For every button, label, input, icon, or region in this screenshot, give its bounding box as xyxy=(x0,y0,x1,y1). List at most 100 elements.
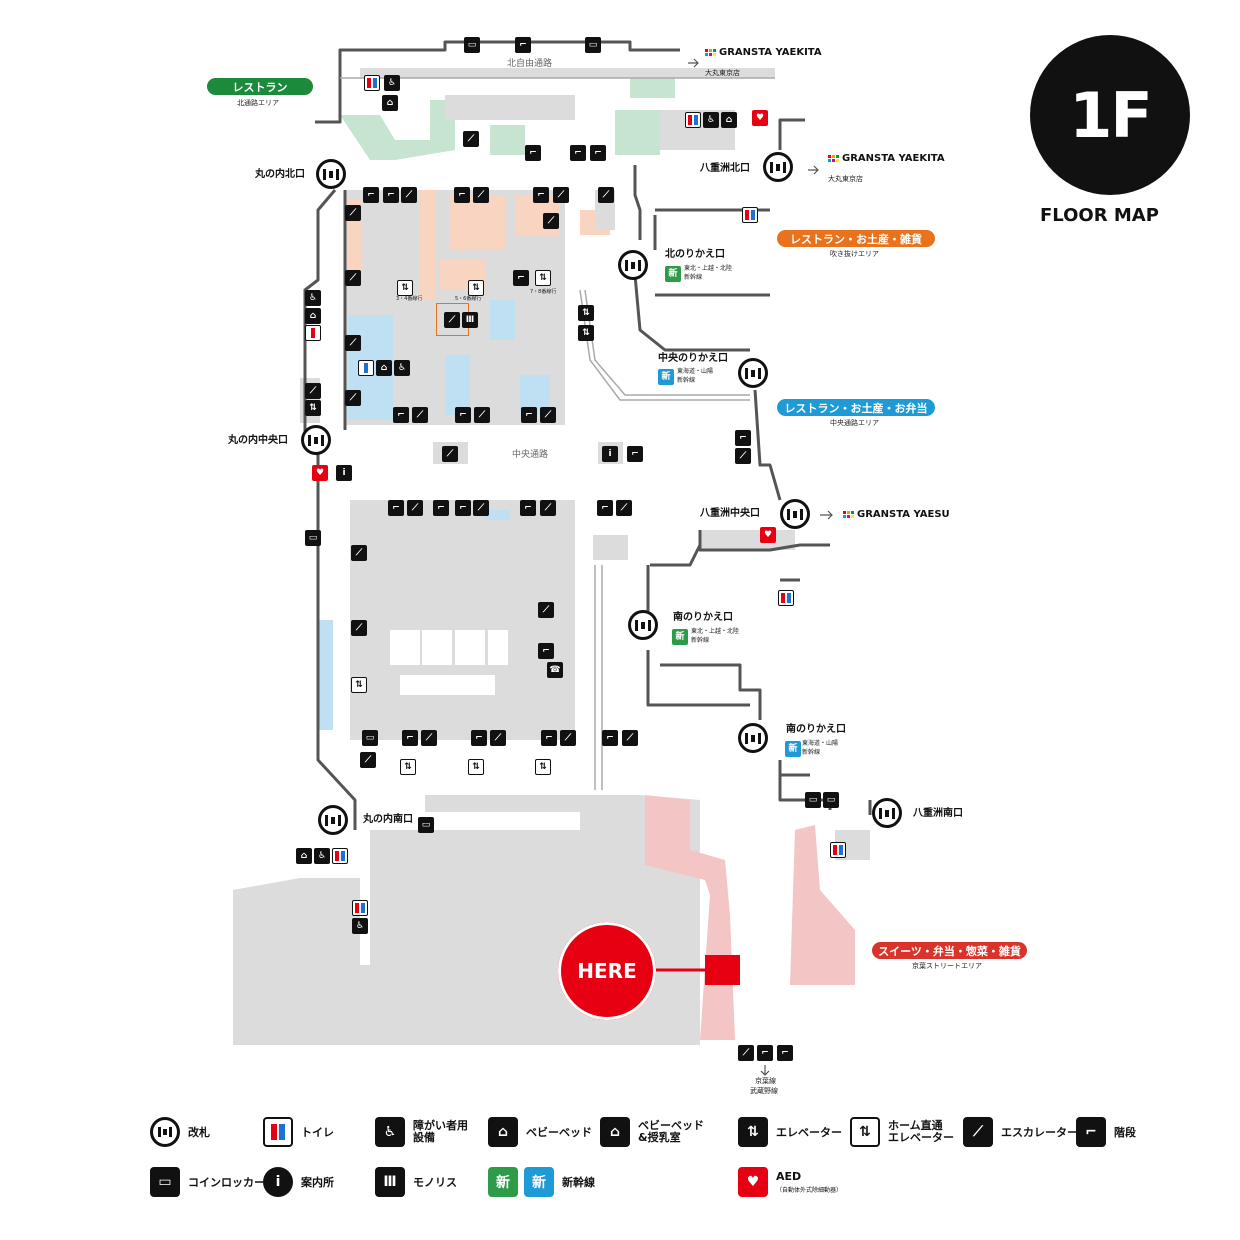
platform-elevator-icon: ⇅ xyxy=(400,759,416,775)
stairs-icon: ⌐ xyxy=(597,500,613,516)
link-daimaru-1[interactable]: 大丸東京店 xyxy=(705,69,740,77)
platform-elevator-icon: ⇅ xyxy=(468,280,484,296)
gate-label-yae-north: 八重洲北口 xyxy=(700,163,750,174)
stairs-icon: ⌐ xyxy=(433,500,449,516)
stairs-icon: ⌐ xyxy=(393,407,409,423)
legend-label: ベビーベッド &授乳室 xyxy=(638,1118,704,1144)
baby-bed-icon: ⌂ xyxy=(382,95,398,111)
toilet-icon xyxy=(352,900,368,916)
escalator-icon: ⟋ xyxy=(622,730,638,746)
gate-label-central-transfer: 中央のりかえ口 xyxy=(658,353,728,364)
legend-item: ⇅ エレベーター xyxy=(738,1117,842,1147)
escalator-icon: ⟋ xyxy=(474,407,490,423)
gate-sub-south-transfer-1a: 東北・上越・北陸 xyxy=(691,628,740,635)
stairs-icon: ⌐ xyxy=(590,145,606,161)
aed-sub-label: （自動体外式除細動器） xyxy=(776,1187,843,1194)
stairs-icon: ⌐ xyxy=(538,643,554,659)
platform-elevator-icon: ⇅ xyxy=(535,759,551,775)
info-icon: i xyxy=(602,446,618,462)
legend-item: ♿ 障がい者用 設備 xyxy=(375,1117,468,1147)
stairs-icon: ⌐ xyxy=(520,500,536,516)
gate-icon xyxy=(628,610,658,640)
platform-label-1: 3・4番線行 xyxy=(396,296,423,302)
link-daimaru-2[interactable]: 大丸東京店 xyxy=(828,175,863,183)
legend-item: i 案内所 xyxy=(263,1167,334,1197)
stairs-icon: ⌐ xyxy=(455,500,471,516)
central-shops-block xyxy=(350,500,575,740)
escalator-icon: ⟋ xyxy=(345,335,361,351)
escalator-icon: ⟋ xyxy=(560,730,576,746)
gate-label-yae-south: 八重洲南口 xyxy=(913,808,963,819)
gate-icon xyxy=(150,1117,180,1147)
gate-icon xyxy=(318,805,348,835)
escalator-icon: ⟋ xyxy=(345,205,361,221)
legend-item: ⟋ エスカレーター xyxy=(963,1117,1078,1147)
area-pill-keiyo: スイーツ・弁当・惣菜・雑貨 xyxy=(872,942,1027,959)
platform-elevator-icon: ⇅ xyxy=(850,1117,880,1147)
link-granstayaekita-2-text: GRANSTA YAEKITA xyxy=(842,153,945,164)
platform-label-3: 7・8番線行 xyxy=(530,289,557,295)
gate-sub-north-transfer-2: 新幹線 xyxy=(684,274,703,281)
nursing-room-icon: ⌂ xyxy=(600,1117,630,1147)
legend-item: ⇅ ホーム直通 エレベーター xyxy=(850,1117,954,1147)
legend-label: トイレ xyxy=(301,1126,334,1139)
gate-sub-central-transfer-2: 新幹線 xyxy=(677,377,696,384)
gate-icon xyxy=(763,152,793,182)
stairs-icon: ⌐ xyxy=(363,187,379,203)
legend-item: Ⅲ モノリス xyxy=(375,1167,457,1197)
stairs-icon: ⌐ xyxy=(455,407,471,423)
legend-item: 改札 xyxy=(150,1117,210,1147)
stairs-icon: ⌐ xyxy=(627,446,643,462)
link-granstayaekita-1[interactable]: GRANSTA YAEKITA xyxy=(705,47,822,58)
stairs-icon: ⌐ xyxy=(602,730,618,746)
accessible-toilet-icon: ♿ xyxy=(394,360,410,376)
legend-item: ♥ AED （自動体外式除細動器） xyxy=(738,1167,842,1197)
escalator-icon: ⟋ xyxy=(345,270,361,286)
toilet-icon xyxy=(305,325,321,341)
platform-elevator-icon: ⇅ xyxy=(535,270,551,286)
legend-label: ベビーベッド xyxy=(526,1126,592,1139)
stairs-icon: ⌐ xyxy=(533,187,549,203)
link-granstayaekita-2[interactable]: GRANSTA YAEKITA xyxy=(828,153,945,164)
gate-label-north-transfer: 北のりかえ口 xyxy=(665,249,725,260)
gate-sub-south-transfer-1b: 新幹線 xyxy=(691,637,710,644)
baby-bed-icon: ⌂ xyxy=(376,360,392,376)
link-granstayaesu[interactable]: GRANSTA YAESU xyxy=(843,509,950,520)
coin-locker-icon: ▭ xyxy=(805,792,821,808)
platform-elevator-icon: ⇅ xyxy=(397,280,413,296)
coin-locker-icon: ▭ xyxy=(150,1167,180,1197)
baby-bed-icon: ⌂ xyxy=(488,1117,518,1147)
escalator-icon: ⟋ xyxy=(463,131,479,147)
escalator-icon: ⟋ xyxy=(421,730,437,746)
escalator-icon: ⟋ xyxy=(412,407,428,423)
stairs-icon: ⌐ xyxy=(388,500,404,516)
stairs-icon: ⌐ xyxy=(570,145,586,161)
legend-label: エレベーター xyxy=(776,1126,842,1139)
north-corridor-label: 北自由通路 xyxy=(507,59,553,69)
elevator-icon: ⇅ xyxy=(305,400,321,416)
gate-label-maru-south: 丸の内南口 xyxy=(363,814,413,825)
toilet-icon xyxy=(742,207,758,223)
escalator-icon: ⟋ xyxy=(540,407,556,423)
elevator-icon: ⇅ xyxy=(738,1117,768,1147)
shinkansen-icon: 新 xyxy=(785,741,801,757)
legend-item: ⌐ 階段 xyxy=(1076,1117,1136,1147)
escalator-icon: ⟋ xyxy=(738,1045,754,1061)
shinkansen-icon: 新 xyxy=(672,629,688,645)
toilet-icon xyxy=(685,112,701,128)
legend-label: コインロッカー xyxy=(188,1176,265,1189)
shinkansen-icon: 新 xyxy=(665,266,681,282)
link-musashino-line[interactable]: 武蔵野線 xyxy=(750,1087,778,1095)
gate-icon xyxy=(738,358,768,388)
stairs-icon: ⌐ xyxy=(521,407,537,423)
gate-sub-north-transfer-1: 東北・上越・北陸 xyxy=(684,265,733,272)
link-keiyo-line[interactable]: 京葉線 xyxy=(755,1077,776,1085)
escalator-icon: ⟋ xyxy=(401,187,417,203)
gate-sub-south-transfer-2b: 新幹線 xyxy=(802,749,821,756)
escalator-icon: ⟋ xyxy=(543,213,559,229)
coin-locker-icon: ▭ xyxy=(418,817,434,833)
toilet-icon xyxy=(358,360,374,376)
legend-label: 階段 xyxy=(1114,1126,1136,1139)
gate-icon xyxy=(738,723,768,753)
